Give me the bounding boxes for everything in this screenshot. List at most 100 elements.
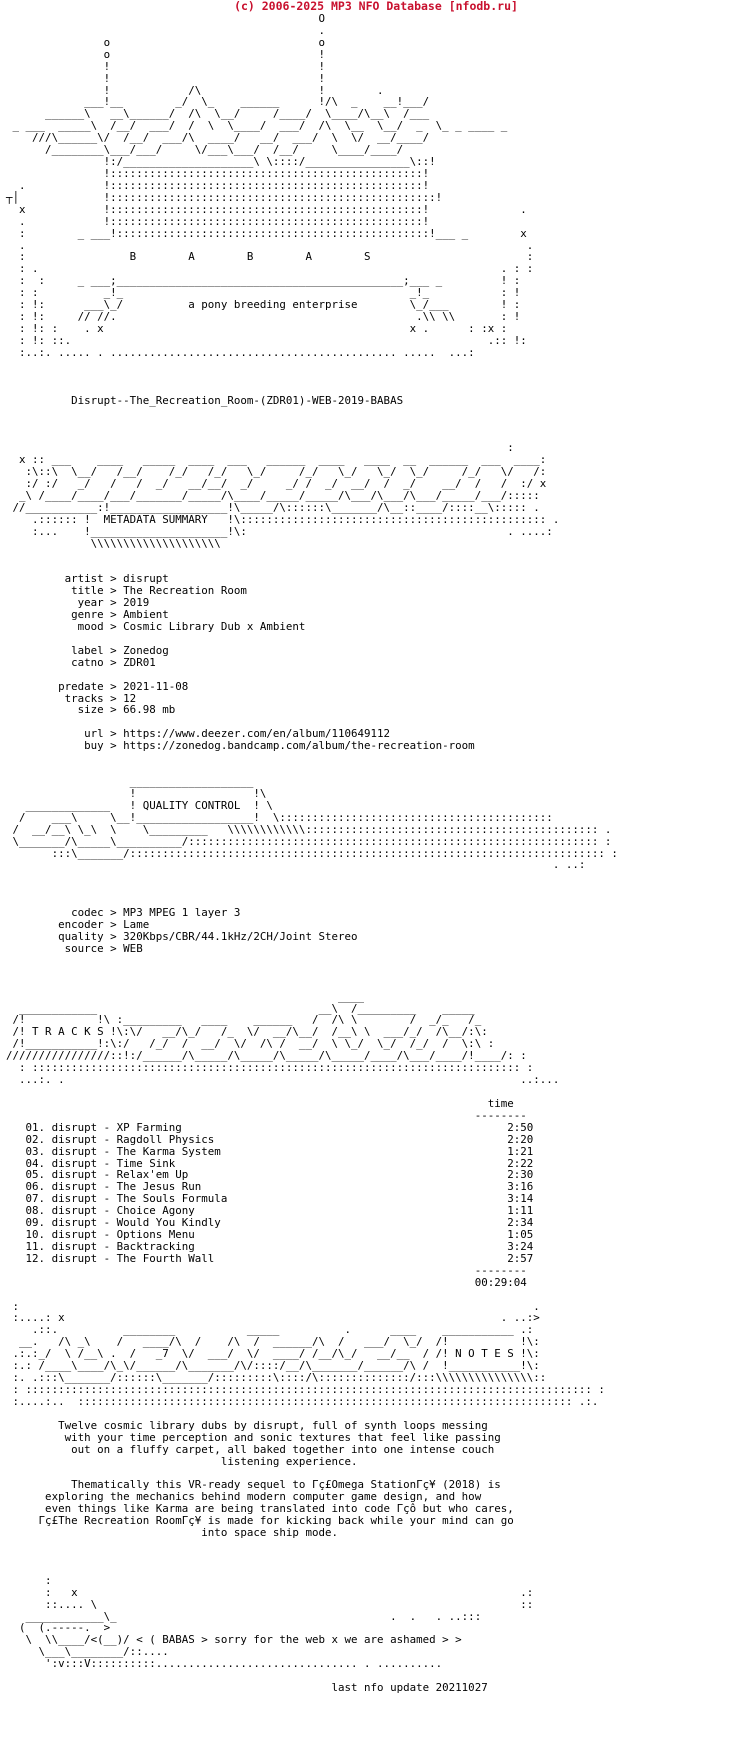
- nfo-line: ____: [6, 989, 365, 1003]
- nfo-line: / ___\ \__!__________________! \::::::::…: [6, 810, 553, 824]
- nfo-line: title > The Recreation Room: [6, 584, 247, 598]
- nfo-line: [6, 418, 618, 430]
- nfo-line: o o: [6, 35, 325, 49]
- nfo-line: . ..:: [6, 858, 586, 872]
- nfo-line: size > 66.98 mb: [6, 703, 176, 717]
- nfo-line: 07. disrupt - The Souls Formula 3:14: [6, 1192, 534, 1206]
- nfo-line: /! T R A C K S !\:\/ __/\_/ /_ \/ __/\__…: [6, 1025, 488, 1039]
- nfo-line: . !:::::::::::::::::::::::::::::::::::::…: [6, 214, 430, 228]
- nfo-line: /________\___/___/ \/___\___/ /__/ \____…: [6, 143, 404, 157]
- nfo-line: : .: [6, 1299, 540, 1313]
- nfo-line: ///\______\/ /__/ ___/\ ____/ __/ ___/ \…: [6, 131, 430, 145]
- nfo-line: [6, 871, 618, 883]
- nfo-line: : . . : :: [6, 262, 534, 276]
- nfo-line: ::.... \ ::: [6, 1597, 534, 1611]
- nfo-line: \___\________/::....: [6, 1645, 169, 1659]
- nfo-line: predate > 2021-11-08: [6, 679, 189, 693]
- nfo-line: x !:::::::::::::::::::::::::::::::::::::…: [6, 202, 527, 216]
- nfo-line: 09. disrupt - Would You Kindly 2:34: [6, 1216, 534, 1230]
- nfo-line: [6, 383, 618, 395]
- nfo-line: : !: ___\_/ a pony breeding enterprise \…: [6, 298, 521, 312]
- nfo-line: out on a fluffy carpet, all baked togeth…: [6, 1442, 495, 1456]
- nfo-line: artist > disrupt: [6, 572, 169, 586]
- nfo-line: :\::\ \__/ /__/ /_/ /_/ \_/ /_/ \_/ \_/ …: [6, 465, 547, 479]
- nfo-line: !:::::::::::::::::::::::::::::::::::::::…: [6, 166, 430, 180]
- nfo-line: ( (.-----. >: [6, 1621, 111, 1635]
- nfo-line: : !: ::. .:: !:: [6, 333, 527, 347]
- nfo-line: :/ :/ _/ / / _/ __/__/ _/ _/ / _/ __/ / …: [6, 476, 547, 490]
- nfo-line: last nfo update 20211027: [6, 1681, 488, 1695]
- nfo-line: 08. disrupt - Choice Agony 1:11: [6, 1204, 534, 1218]
- nfo-line: O: [6, 12, 325, 25]
- nfo-line: ___!__ _/ \_ ______ !/\ _ __!___/: [6, 95, 430, 109]
- nfo-line: 01. disrupt - XP Farming 2:50: [6, 1120, 534, 1134]
- nfo-line: .:.:_/ \ /__\ . / _7 \/ ___/ \/ ____/ /_…: [6, 1347, 540, 1361]
- nfo-line: 04. disrupt - Time Sink 2:22: [6, 1156, 534, 1170]
- nfo-line: [6, 1551, 618, 1563]
- nfo-line: label > Zonedog: [6, 643, 169, 657]
- nfo-line: //___________:!__________________!\_____…: [6, 500, 540, 514]
- nfo-line: Γç£The Recreation RoomΓç¥ is made for ki…: [6, 1514, 514, 1528]
- nfo-line: [6, 669, 618, 681]
- nfo-line: __. /\ _\ / ____/\ / /\ / ______/\ / ___…: [6, 1335, 540, 1349]
- nfo-line: tracks > 12: [6, 691, 137, 705]
- nfo-line: 00:29:04: [6, 1275, 527, 1289]
- nfo-line: :....:.. :::::::::::::::::::::::::::::::…: [6, 1394, 599, 1408]
- nfo-line: source > WEB: [6, 941, 143, 955]
- nfo-line: Thematically this VR-ready sequel to Γç£…: [6, 1478, 501, 1492]
- nfo-line: [6, 406, 618, 418]
- nfo-line: 10. disrupt - Options Menu 1:05: [6, 1228, 534, 1242]
- nfo-line: [6, 359, 618, 371]
- nfo-line: ____________ __\ /_________ _____: [6, 1001, 475, 1015]
- nfo-line: [6, 752, 618, 764]
- nfo-line: .:::::: ! METADATA SUMMARY !\:::::::::::…: [6, 512, 560, 526]
- nfo-line: [6, 1289, 618, 1301]
- nfo-line: listening experience.: [6, 1454, 358, 1468]
- nfo-line: quality > 320Kbps/CBR/44.1kHz/2CH/Joint …: [6, 929, 358, 943]
- nfo-line: into space ship mode.: [6, 1526, 338, 1540]
- nfo-line: : B A B A S :: [6, 250, 534, 264]
- nfo-ascii-document: O . o o o ! ! !: [6, 13, 618, 1694]
- nfo-line: . !:::::::::::::::::::::::::::::::::::::…: [6, 178, 430, 192]
- nfo-line: :::\_______/::::::::::::::::::::::::::::…: [6, 846, 618, 860]
- nfo-line: buy > https://zonedog.bandcamp.com/album…: [6, 739, 475, 753]
- nfo-line: ______\ __\______/ /\ \__/ /____/ \____/…: [6, 107, 430, 121]
- nfo-line: time: [6, 1096, 514, 1110]
- nfo-line: with your time perception and sonic text…: [6, 1430, 501, 1444]
- nfo-line: : ::::::::::::::::::::::::::::::::::::::…: [6, 1061, 534, 1075]
- nfo-line: :. .:::\_______/::::::\_______/:::::::::…: [6, 1371, 547, 1385]
- nfo-line: x :: ___ ____ _____ ____ ___ ______ ____…: [6, 453, 547, 467]
- nfo-line: \_______/\_____\__________/:::::::::::::…: [6, 834, 612, 848]
- nfo-line: _ ___ _____\ /__/ ___/ / \ \____/ ___/ /…: [6, 119, 508, 133]
- nfo-line: :... !_____________________!\: . ....:: [6, 524, 553, 538]
- nfo-line: \\\\\\\\\\\\\\\\\\\\: [6, 536, 221, 550]
- nfo-line: :: [6, 441, 514, 455]
- nfo-line: 02. disrupt - Ragdoll Physics 2:20: [6, 1132, 534, 1146]
- nfo-line: : x .:: [6, 1585, 534, 1599]
- nfo-line: 05. disrupt - Relax'em Up 2:30: [6, 1168, 534, 1182]
- nfo-line: [6, 967, 618, 979]
- nfo-line: codec > MP3 MPEG 1 layer 3: [6, 906, 241, 920]
- nfo-line: : ::::::::::::::::::::::::::::::::::::::…: [6, 1383, 605, 1397]
- nfo-line: ┬│ !::::::::::::::::::::::::::::::::::::…: [6, 190, 443, 204]
- nfo-line: : : _!_ _!_ : !: [6, 286, 521, 300]
- nfo-line: encoder > Lame: [6, 918, 150, 932]
- nfo-line: /!___________!:\:/ /_/ / __/ \/ /\ / __/…: [6, 1037, 495, 1051]
- nfo-line: : !: : . x x . : :x :: [6, 321, 508, 335]
- nfo-line: [6, 955, 618, 967]
- nfo-line: Disrupt--The_Recreation_Room-(ZDR01)-WEB…: [6, 393, 404, 407]
- nfo-line: url > https://www.deezer.com/en/album/11…: [6, 727, 391, 741]
- nfo-line: :..:. ..... . ..........................…: [6, 345, 475, 359]
- nfo-line: !:/____________________\ \::::/_________…: [6, 155, 436, 169]
- nfo-line: . .: [6, 238, 534, 252]
- nfo-line: ____________\_ . . . ..:::: [6, 1609, 482, 1623]
- nfo-line: 06. disrupt - The Jesus Run 3:16: [6, 1180, 534, 1194]
- nfo-line: [6, 371, 618, 383]
- site-header: (c) 2006-2025 MP3 NFO Database [nfodb.ru…: [234, 0, 518, 13]
- nfo-line: : !: // //. .\\ \\ : !: [6, 310, 521, 324]
- nfo-line: ////////////////::!:/______/\_____/\____…: [6, 1049, 527, 1063]
- nfo-line: _\ /____/____/___/_______/_____/\____/__…: [6, 488, 547, 502]
- nfo-line: genre > Ambient: [6, 608, 169, 622]
- nfo-line: : : _ ___;______________________________…: [6, 274, 521, 288]
- nfo-line: :.: /____\____/\_\/______/\_______/\/:::…: [6, 1359, 540, 1373]
